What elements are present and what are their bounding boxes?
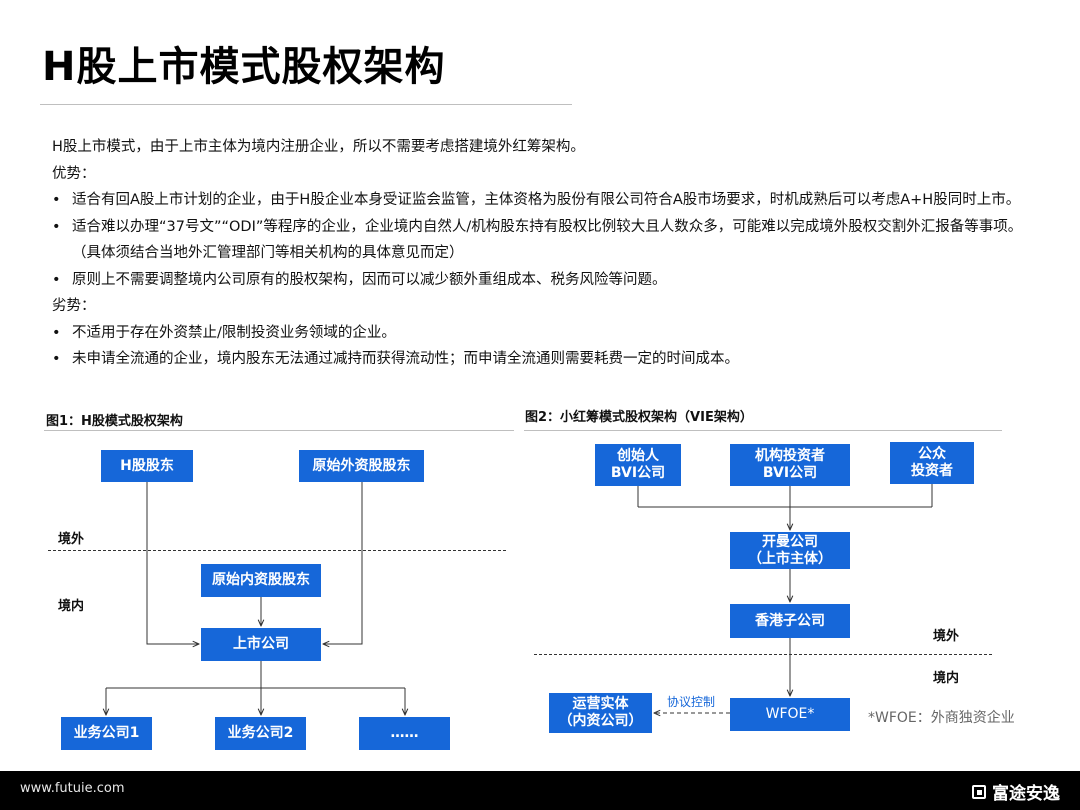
advantages-heading: 优势： — [52, 165, 96, 182]
operating-entity-box: 运营实体 （内资公司） — [549, 693, 652, 733]
fig1-border-line — [48, 550, 506, 551]
foreign-shareholders-to-listed-connector — [323, 482, 363, 644]
business-company-2-box: 业务公司2 — [215, 717, 306, 750]
h-shareholders-to-listed-connector — [146, 482, 199, 644]
cayman-company-box: 开曼公司 （上市主体） — [730, 532, 850, 569]
listed-company-box: 上市公司 — [201, 628, 321, 661]
bullet-icon: • — [52, 351, 61, 367]
institutional-investor-bvi-box: 机构投资者 BVI公司 — [730, 444, 850, 486]
brand-name: 富途安逸 — [992, 784, 1060, 804]
bullet-icon: • — [52, 271, 61, 288]
public-investors-box: 公众 投资者 — [890, 442, 974, 484]
more-companies-box: …… — [359, 717, 450, 750]
footer-url[interactable]: www.futuie.com — [20, 781, 125, 796]
advantage-item: •适合难以办理“37号文”“ODI”等程序的企业，企业境内自然人/机构股东持有股… — [52, 214, 1042, 267]
original-domestic-shareholders-box: 原始内资股股东 — [201, 564, 321, 597]
advantage-item: •适合有回A股上市计划的企业，由于H股企业本身受证监会监管，主体资格为股份有限公… — [52, 187, 1042, 214]
wfoe-box: WFOE* — [730, 698, 850, 731]
bullet-icon: • — [52, 192, 61, 208]
business-company-1-box: 业务公司1 — [61, 717, 152, 750]
fig2-onshore-label: 境内 — [933, 671, 960, 686]
bullet-icon: • — [52, 218, 61, 235]
fig1-offshore-label: 境外 — [58, 532, 85, 547]
h-shareholders-box: H股股东 — [101, 450, 193, 482]
original-foreign-shareholders-box: 原始外资股股东 — [299, 450, 424, 482]
brand-logo-icon — [972, 784, 986, 799]
fig2-border-line — [534, 654, 992, 655]
fig1-title-rule — [44, 430, 514, 431]
disadvantages-heading: 劣势： — [52, 298, 96, 314]
fig2-offshore-label: 境外 — [933, 629, 960, 644]
disadvantage-item: •未申请全流通的企业，境内股东无法通过减持而获得流动性；而申请全流通则需要耗费一… — [52, 346, 1042, 373]
agreement-control-label: 协议控制 — [667, 695, 716, 709]
title-divider — [40, 104, 572, 105]
intro-text: H股上市模式，由于上市主体为境内注册企业，所以不需要考虑搭建境外红筹架构。 — [52, 139, 585, 155]
footer-brand: 富途安逸 — [972, 779, 1060, 804]
wfoe-footnote: *WFOE：外商独资企业 — [868, 710, 1015, 726]
fig2-title: 图2：小红筹模式股权架构（VIE架构） — [525, 410, 753, 425]
fig1-title: 图1：H股模式股权架构 — [46, 414, 183, 429]
page-title: H股上市模式股权架构 — [42, 44, 446, 90]
fig2-title-rule — [524, 430, 1002, 431]
hk-subsidiary-box: 香港子公司 — [730, 604, 850, 638]
footer-bar — [0, 771, 1080, 810]
disadvantage-item: •不适用于存在外资禁止/限制投资业务领域的企业。 — [52, 320, 1042, 347]
founder-bvi-box: 创始人 BVI公司 — [595, 444, 681, 486]
advantage-item: •原则上不需要调整境内公司原有的股权架构，因而可以减少额外重组成本、税务风险等问… — [52, 267, 1042, 294]
bullet-icon: • — [52, 324, 61, 341]
body-text: H股上市模式，由于上市主体为境内注册企业，所以不需要考虑搭建境外红筹架构。 优势… — [52, 134, 1042, 373]
fig1-onshore-label: 境内 — [58, 599, 85, 614]
